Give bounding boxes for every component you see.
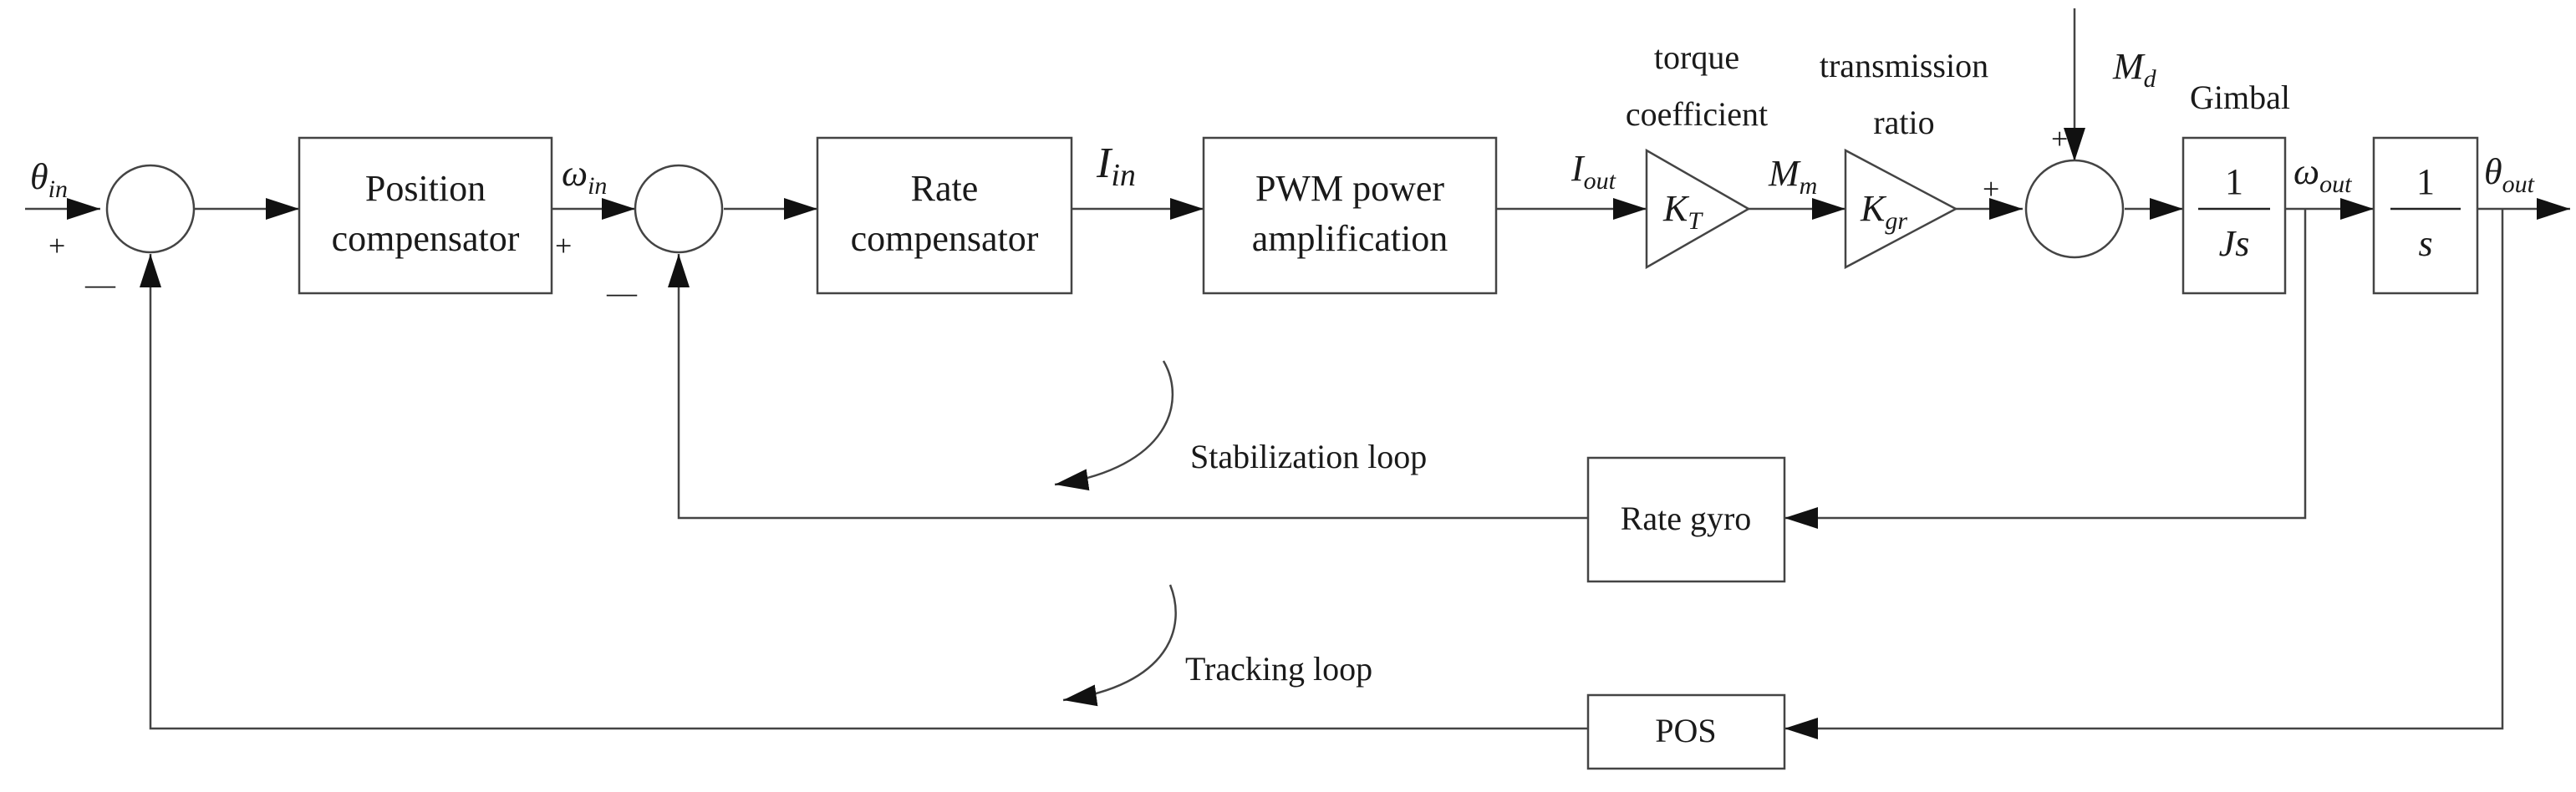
pos-label: POS [1655, 712, 1716, 749]
stabilization-loop-label: Stabilization loop [1190, 438, 1427, 475]
pwm-line2: amplification [1252, 218, 1448, 259]
rate-compensator-line2: compensator [851, 218, 1039, 259]
torque-coefficient-line1: torque [1654, 38, 1739, 76]
m-m-label: Mm [1768, 153, 1817, 200]
sum2-minus-sign: — [606, 276, 638, 309]
omega-in-label: ωin [562, 153, 607, 200]
rate-gyro-label: Rate gyro [1621, 500, 1752, 537]
pos-to-sum1-wire [140, 254, 1588, 730]
tracking-loop-label: Tracking loop [1185, 650, 1372, 688]
m-d-label: Md [2112, 46, 2157, 93]
torque-coefficient-line2: coefficient [1626, 95, 1768, 133]
transmission-ratio-line1: transmission [1820, 47, 1988, 84]
integrator-numerator: 1 [2416, 161, 2435, 202]
omega-out-label: ωout [2293, 151, 2352, 198]
i-in-label: Iin [1096, 140, 1136, 193]
pwm-line1: PWM power [1255, 168, 1444, 209]
kt-label: KT [1662, 188, 1703, 235]
stabilization-loop-arrow [1054, 360, 1174, 491]
kgr-gain: Kgr [1844, 148, 1958, 270]
transmission-ratio-line2: ratio [1873, 104, 1934, 141]
sum1-minus-sign: — [84, 267, 116, 301]
summing-junction-2 [634, 164, 724, 254]
sum1-plus-sign: + [48, 229, 65, 262]
theta-out-to-pos-wire [1784, 209, 2504, 739]
gyro-to-sum2-wire [668, 254, 1588, 520]
gimbal-numerator: 1 [2225, 161, 2243, 202]
sum2-plus-sign: + [555, 229, 572, 262]
theta-out-label: θout [2484, 151, 2535, 198]
integrator-denominator: s [2418, 223, 2432, 264]
integrator-block: 1 s [2372, 136, 2479, 295]
theta-in-label: θin [30, 156, 68, 203]
gimbal-denominator: Js [2219, 223, 2250, 264]
i-out-label: Iout [1571, 148, 1616, 195]
gimbal-label: Gimbal [2190, 79, 2290, 116]
sum3-plus-left-sign: + [1983, 172, 1999, 206]
summing-junction-1 [105, 164, 196, 254]
tracking-loop-arrow [1062, 584, 1177, 707]
pos-block: POS [1586, 693, 1786, 770]
position-compensator-block: Position compensator [298, 136, 553, 295]
position-compensator-line2: compensator [332, 218, 520, 259]
gimbal-block: 1 Js [2181, 136, 2287, 295]
rate-gyro-block: Rate gyro [1586, 456, 1786, 583]
omega-out-to-gyro-wire [1784, 209, 2307, 529]
sum3-plus-top-sign: + [2051, 122, 2068, 155]
rate-compensator-line1: Rate [911, 168, 979, 209]
position-compensator-line1: Position [365, 168, 486, 209]
kt-gain: KT [1645, 148, 1751, 270]
pwm-block: PWM power amplification [1202, 136, 1498, 295]
rate-compensator-block: Rate compensator [816, 136, 1073, 295]
kgr-label: Kgr [1860, 188, 1907, 235]
summing-junction-3 [2024, 159, 2125, 259]
